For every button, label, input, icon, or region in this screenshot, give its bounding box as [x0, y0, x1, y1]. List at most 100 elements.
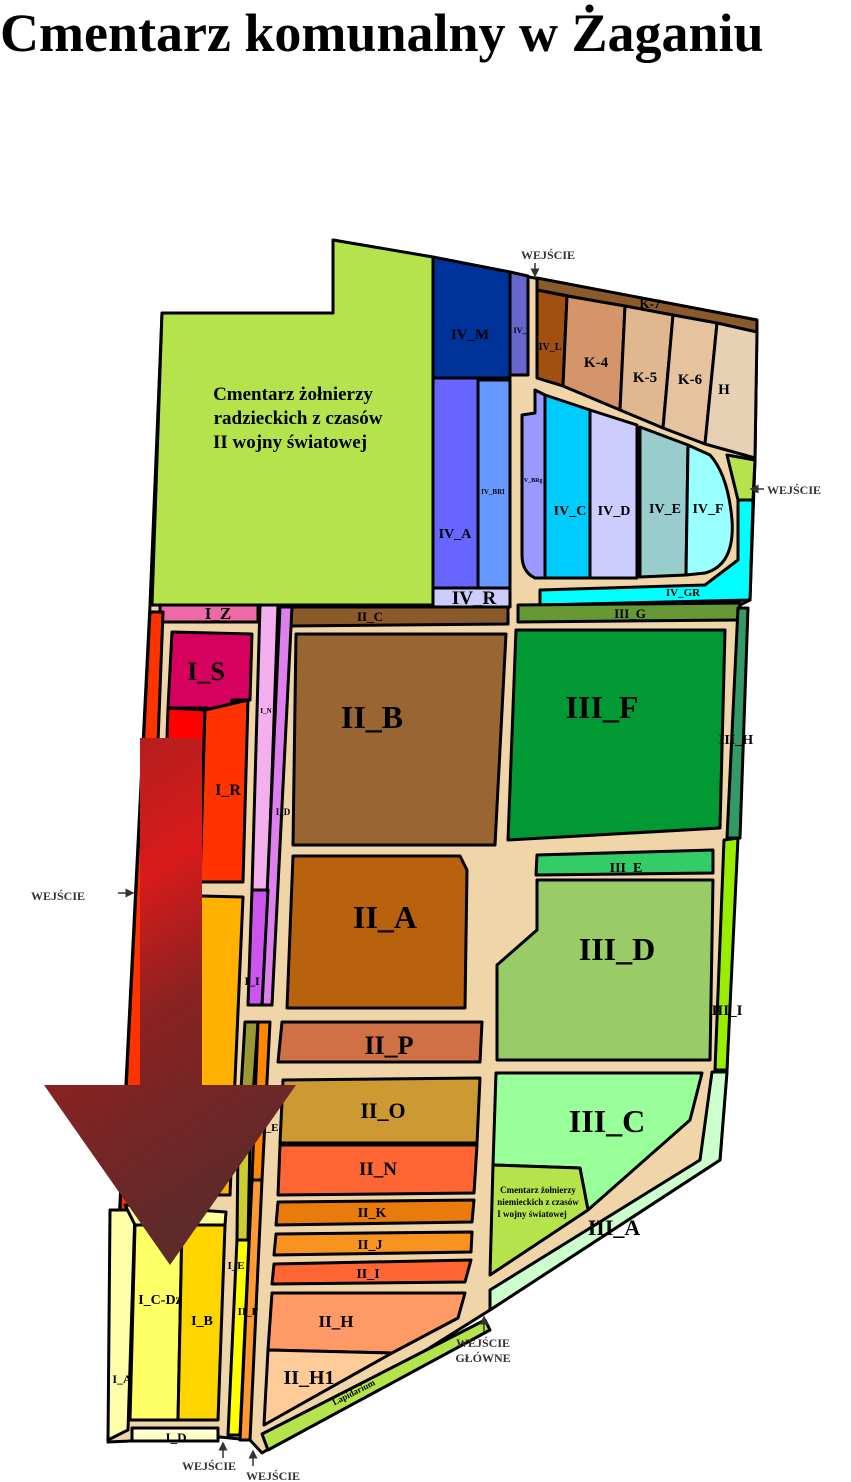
main-entrance-label: GŁÓWNE [455, 1351, 510, 1365]
label-iv-f: IV_F [692, 502, 723, 517]
soviet-cemetery-label: Cmentarz żołnierzy [213, 384, 373, 405]
section-ii-j[interactable] [272, 1230, 474, 1257]
section-ii-h[interactable] [266, 1291, 467, 1355]
label-iv-r: IV_R [452, 588, 497, 609]
section-i-e[interactable] [226, 1238, 251, 1437]
label-iv-e: IV_E [649, 502, 681, 517]
label-k-7: K-7 [640, 296, 661, 311]
main-entrance-label: WEJŚCIE [456, 1336, 510, 1350]
section-iii-e[interactable] [534, 848, 715, 877]
label-iv-a: IV_A [439, 527, 473, 542]
label-i-c-dz: I_C-Dz [138, 1293, 182, 1308]
label-i-a: I_A [112, 1372, 132, 1386]
label-k-4: K-4 [584, 355, 609, 371]
section-iv-c[interactable] [543, 393, 592, 580]
section-labels: Cmentarz żołnierzy radzieckich z czasów … [112, 296, 753, 1445]
section-iii-i[interactable] [713, 836, 740, 1072]
entrance-south-west-label: WEJŚCIE [182, 1459, 236, 1473]
label-k-6: K-6 [678, 372, 703, 388]
section-iii-a[interactable] [488, 1070, 729, 1312]
section-ii-p[interactable] [276, 1020, 484, 1064]
page-title: Cmentarz komunalny w Żaganiu [0, 3, 764, 63]
section-iv-brg[interactable] [520, 388, 547, 580]
label-i-r: I_R [215, 782, 241, 799]
label-i-d-strip: I_D [276, 807, 291, 817]
section-ii-n[interactable] [276, 1143, 479, 1197]
label-ii-b: II_B [341, 699, 403, 735]
section-iii-h[interactable] [725, 606, 750, 840]
label-i-z: I_Z [205, 604, 231, 623]
label-ii-j: II_J [358, 1238, 383, 1253]
label-iii-e: III_E [610, 861, 643, 876]
section-i-i[interactable] [246, 888, 270, 1007]
section-iv-a[interactable] [431, 376, 480, 590]
label-iii-f: III_F [566, 689, 639, 725]
label-iii-a: III_A [588, 1215, 641, 1240]
label-i-n: I_N [260, 707, 271, 715]
section-ii-i[interactable] [270, 1258, 473, 1286]
section-iv-f[interactable] [684, 443, 734, 577]
label-ii-p: II_P [364, 1031, 413, 1060]
section-ii-b[interactable] [291, 632, 508, 847]
label-iv-d: IV_D [598, 504, 631, 519]
soviet-cemetery-label: radzieckich z czasów [214, 408, 383, 429]
label-ii-h: II_H [319, 1312, 354, 1331]
label-iv-m: IV_M [451, 327, 489, 343]
section-ii-a[interactable] [285, 854, 469, 1010]
section-iii-f[interactable] [506, 628, 727, 842]
entrance-south-label: WEJŚCIE [246, 1469, 300, 1482]
section-iv-gr[interactable] [538, 498, 755, 607]
label-ii-i: II_I [356, 1267, 379, 1282]
section-ii-o[interactable] [278, 1076, 482, 1145]
section-ii-k[interactable] [274, 1198, 476, 1227]
german-cemetery-label: niemieckich z czasów [497, 1197, 579, 1207]
label-i-e: I_E [227, 1260, 244, 1272]
soviet-cemetery-label: II wojny światowej [213, 432, 367, 453]
label-ii-a: II_A [353, 899, 417, 935]
section-iv-bri[interactable] [476, 378, 512, 590]
section-ii-c[interactable] [288, 605, 510, 628]
entrance-west-label: WEJŚCIE [31, 889, 85, 903]
label-k-5: K-5 [633, 370, 657, 386]
label-ii-e: _E [265, 1122, 279, 1134]
label-iv-small: IV_ [514, 326, 528, 335]
label-iii-i: III_I [712, 1003, 743, 1019]
down-arrow-icon [44, 738, 296, 1265]
section-i-b[interactable] [176, 1223, 227, 1422]
label-iv-brg: IV_BRg [521, 478, 542, 484]
lapidarium[interactable] [260, 1318, 492, 1452]
label-i-s: I_S [187, 657, 225, 686]
entrances: WEJŚCIE WEJŚCIE WEJŚCIE WEJŚCIE GŁÓWNE W… [31, 248, 821, 1482]
entrance-north-label: WEJŚCIE [521, 248, 575, 262]
label-iii-h: III_H [719, 733, 753, 748]
label-iii-g: III_G [614, 606, 646, 621]
label-i-d: I_D [166, 1430, 187, 1445]
label-i-i: I_I [244, 974, 260, 988]
label-i-b: I_B [191, 1314, 213, 1329]
label-iv-bri: IV_BRI [481, 488, 505, 496]
section-german-cemetery[interactable] [488, 1163, 590, 1277]
section-ii-h1[interactable] [262, 1348, 394, 1427]
section-iv-small[interactable] [508, 270, 530, 377]
section-iii-d[interactable] [495, 878, 715, 1062]
label-ii-f: II_F [238, 1306, 259, 1318]
label-ii-n: II_N [359, 1159, 397, 1180]
label-h: H [718, 382, 730, 398]
german-cemetery-label: I wojny światowej [497, 1209, 567, 1219]
label-ii-k: II_K [358, 1206, 387, 1221]
label-iv-c: IV_C [554, 504, 587, 519]
label-ii-c: II_C [357, 609, 383, 624]
section-i-d[interactable] [130, 1426, 220, 1443]
label-iii-d: III_D [579, 931, 655, 967]
section-iv-d[interactable] [588, 408, 639, 580]
label-iv-gr: IV_GR [666, 587, 701, 599]
section-i-d-strip[interactable] [260, 605, 294, 1007]
entrance-east-label: WEJŚCIE [767, 483, 821, 497]
section-h[interactable] [703, 321, 759, 460]
label-iv-l: IV_L [539, 342, 562, 353]
section-iv-m[interactable] [431, 255, 512, 380]
label-iii-c: III_C [569, 1103, 645, 1139]
german-cemetery-label: Cmentarz żołnierzy [500, 1185, 576, 1195]
section-iv-r[interactable] [431, 586, 512, 609]
